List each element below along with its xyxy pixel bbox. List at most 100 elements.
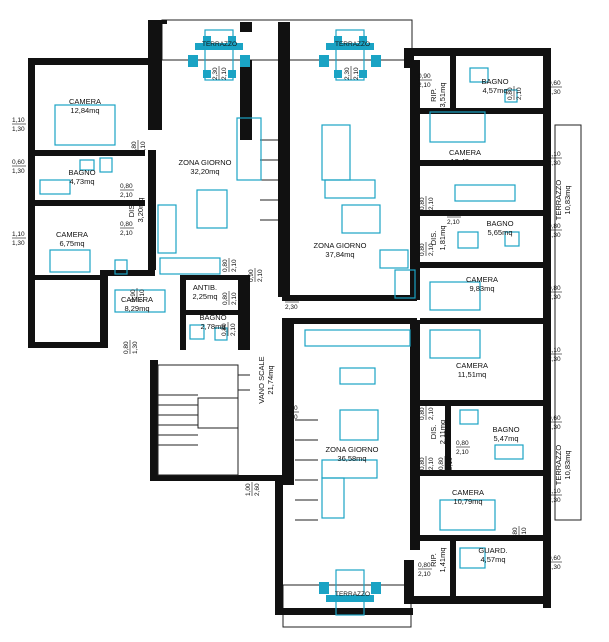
room-name: CAMERA bbox=[466, 275, 498, 284]
terrace-table-bottom bbox=[319, 569, 381, 616]
dimension-label: 0,80 2,30 bbox=[548, 285, 562, 301]
bed-east-4 bbox=[439, 499, 496, 531]
kitchen-central-1 bbox=[394, 269, 416, 299]
room-label-dis-e2: DIS.2,11mq bbox=[429, 420, 447, 444]
dimension-width: 1,00 bbox=[245, 483, 252, 496]
dimension-height: 1,30 bbox=[132, 341, 139, 354]
kitchen-central-2 bbox=[304, 329, 411, 347]
dimension-height: 2,60 bbox=[254, 483, 261, 496]
dimension-height: 1,30 bbox=[548, 232, 561, 239]
room-area: 11,51mq bbox=[458, 370, 487, 379]
dimension-label: 0,80 2,10 bbox=[418, 562, 432, 578]
room-name: CAMERA bbox=[452, 488, 484, 497]
room-area: 37,84mq bbox=[325, 250, 354, 259]
dimension-width: 0,90 bbox=[285, 295, 298, 302]
room-name: DIS. bbox=[127, 203, 136, 218]
dimension-width: 0,80 bbox=[120, 183, 133, 190]
dimension-width: 0,80 bbox=[507, 87, 514, 100]
room-area: 4,57mq bbox=[482, 86, 507, 95]
terrace-table-top-right bbox=[319, 29, 381, 81]
room-name: ZONA GIORNO bbox=[179, 158, 232, 167]
dimension-height: 2,10 bbox=[353, 67, 360, 80]
furniture bbox=[39, 29, 524, 616]
dimension-height: 1,30 bbox=[12, 240, 25, 247]
dimension-width: 0,90 bbox=[248, 269, 255, 282]
dimension-width: 0,80 bbox=[418, 562, 431, 569]
dimension-label: 0,801,30 bbox=[548, 223, 562, 239]
room-name: TERRAZZO bbox=[554, 445, 563, 486]
dimension-width: 1,10 bbox=[548, 488, 561, 495]
dimension-height: 2,10 bbox=[521, 527, 528, 540]
terrace-table-top-left bbox=[188, 29, 250, 81]
dimension-label: 1,102,30 bbox=[548, 347, 562, 363]
dimension-width: 0,80 bbox=[419, 407, 426, 420]
sink-west-2 bbox=[214, 327, 228, 341]
tub-east-1 bbox=[469, 67, 489, 83]
room-area: 2,78mq bbox=[200, 322, 225, 331]
dimension-width: 0,90 bbox=[285, 405, 298, 412]
room-label-dis-w: DIS.3,20mq bbox=[127, 197, 145, 222]
room-name: RIP. bbox=[429, 88, 438, 102]
terrace-east-outline bbox=[554, 124, 582, 521]
stairs bbox=[157, 139, 318, 521]
dimension-label: 1,101,30 bbox=[12, 231, 26, 247]
kitchen-counter-west bbox=[159, 257, 221, 275]
dimension-label: 0,601,30 bbox=[548, 415, 562, 431]
dimension-height: 2,10 bbox=[428, 197, 435, 210]
bed-west-1 bbox=[54, 104, 116, 146]
sink-east-2 bbox=[504, 231, 520, 247]
dining-table-central-1 bbox=[341, 204, 381, 234]
dimension-height: 2,10 bbox=[516, 87, 523, 100]
bed-west-3 bbox=[114, 289, 166, 313]
dimension-height: 1,30 bbox=[12, 168, 25, 175]
wardrobe-east-2 bbox=[459, 547, 486, 569]
bed-west-2 bbox=[49, 249, 91, 273]
dimension-width: 0,80 bbox=[548, 285, 561, 292]
dimension-width: 0,80 bbox=[447, 210, 460, 217]
dimension-height: 2,10 bbox=[418, 571, 431, 578]
dimension-height: 2,10 bbox=[428, 457, 435, 470]
dimension-label: 0,601,30 bbox=[12, 159, 26, 175]
room-area: 32,20mq bbox=[190, 167, 219, 176]
room-name: ANTIB. bbox=[193, 283, 217, 292]
bed-east-1 bbox=[429, 111, 486, 143]
room-label-rip-e2: RIP.1,41mq bbox=[429, 547, 447, 572]
kitchen-island-central-2 bbox=[339, 367, 376, 385]
dimension-height: 2,30 bbox=[548, 294, 561, 301]
room-area: 6,75mq bbox=[59, 239, 84, 248]
dimension-label: 0,802,10 bbox=[456, 440, 470, 456]
room-name: BAGNO bbox=[486, 219, 513, 228]
room-area: 12,84mq bbox=[70, 106, 99, 115]
room-area: 1,81mq bbox=[438, 225, 447, 250]
dimension-width: 2,30 bbox=[212, 67, 219, 80]
dimension-width: 0,80 bbox=[419, 457, 426, 470]
room-label-dis-e1: DIS.1,81mq bbox=[429, 225, 447, 250]
tub-east-3 bbox=[459, 409, 479, 425]
dimension-height: 2,10 bbox=[120, 192, 133, 199]
sofa-central-2 bbox=[321, 459, 378, 479]
toilet-west-1 bbox=[99, 157, 113, 173]
dimension-height: 2,10 bbox=[428, 407, 435, 420]
dimension-width: 0,80 bbox=[438, 457, 445, 470]
dimension-height: 2,30 bbox=[548, 497, 561, 504]
dimension-width: 1,10 bbox=[12, 117, 25, 124]
room-name: CAMERA bbox=[449, 148, 481, 157]
room-name: RIP. bbox=[429, 553, 438, 567]
room-area: 9,83mq bbox=[469, 284, 494, 293]
dimension-width: 0,90 bbox=[130, 289, 137, 302]
